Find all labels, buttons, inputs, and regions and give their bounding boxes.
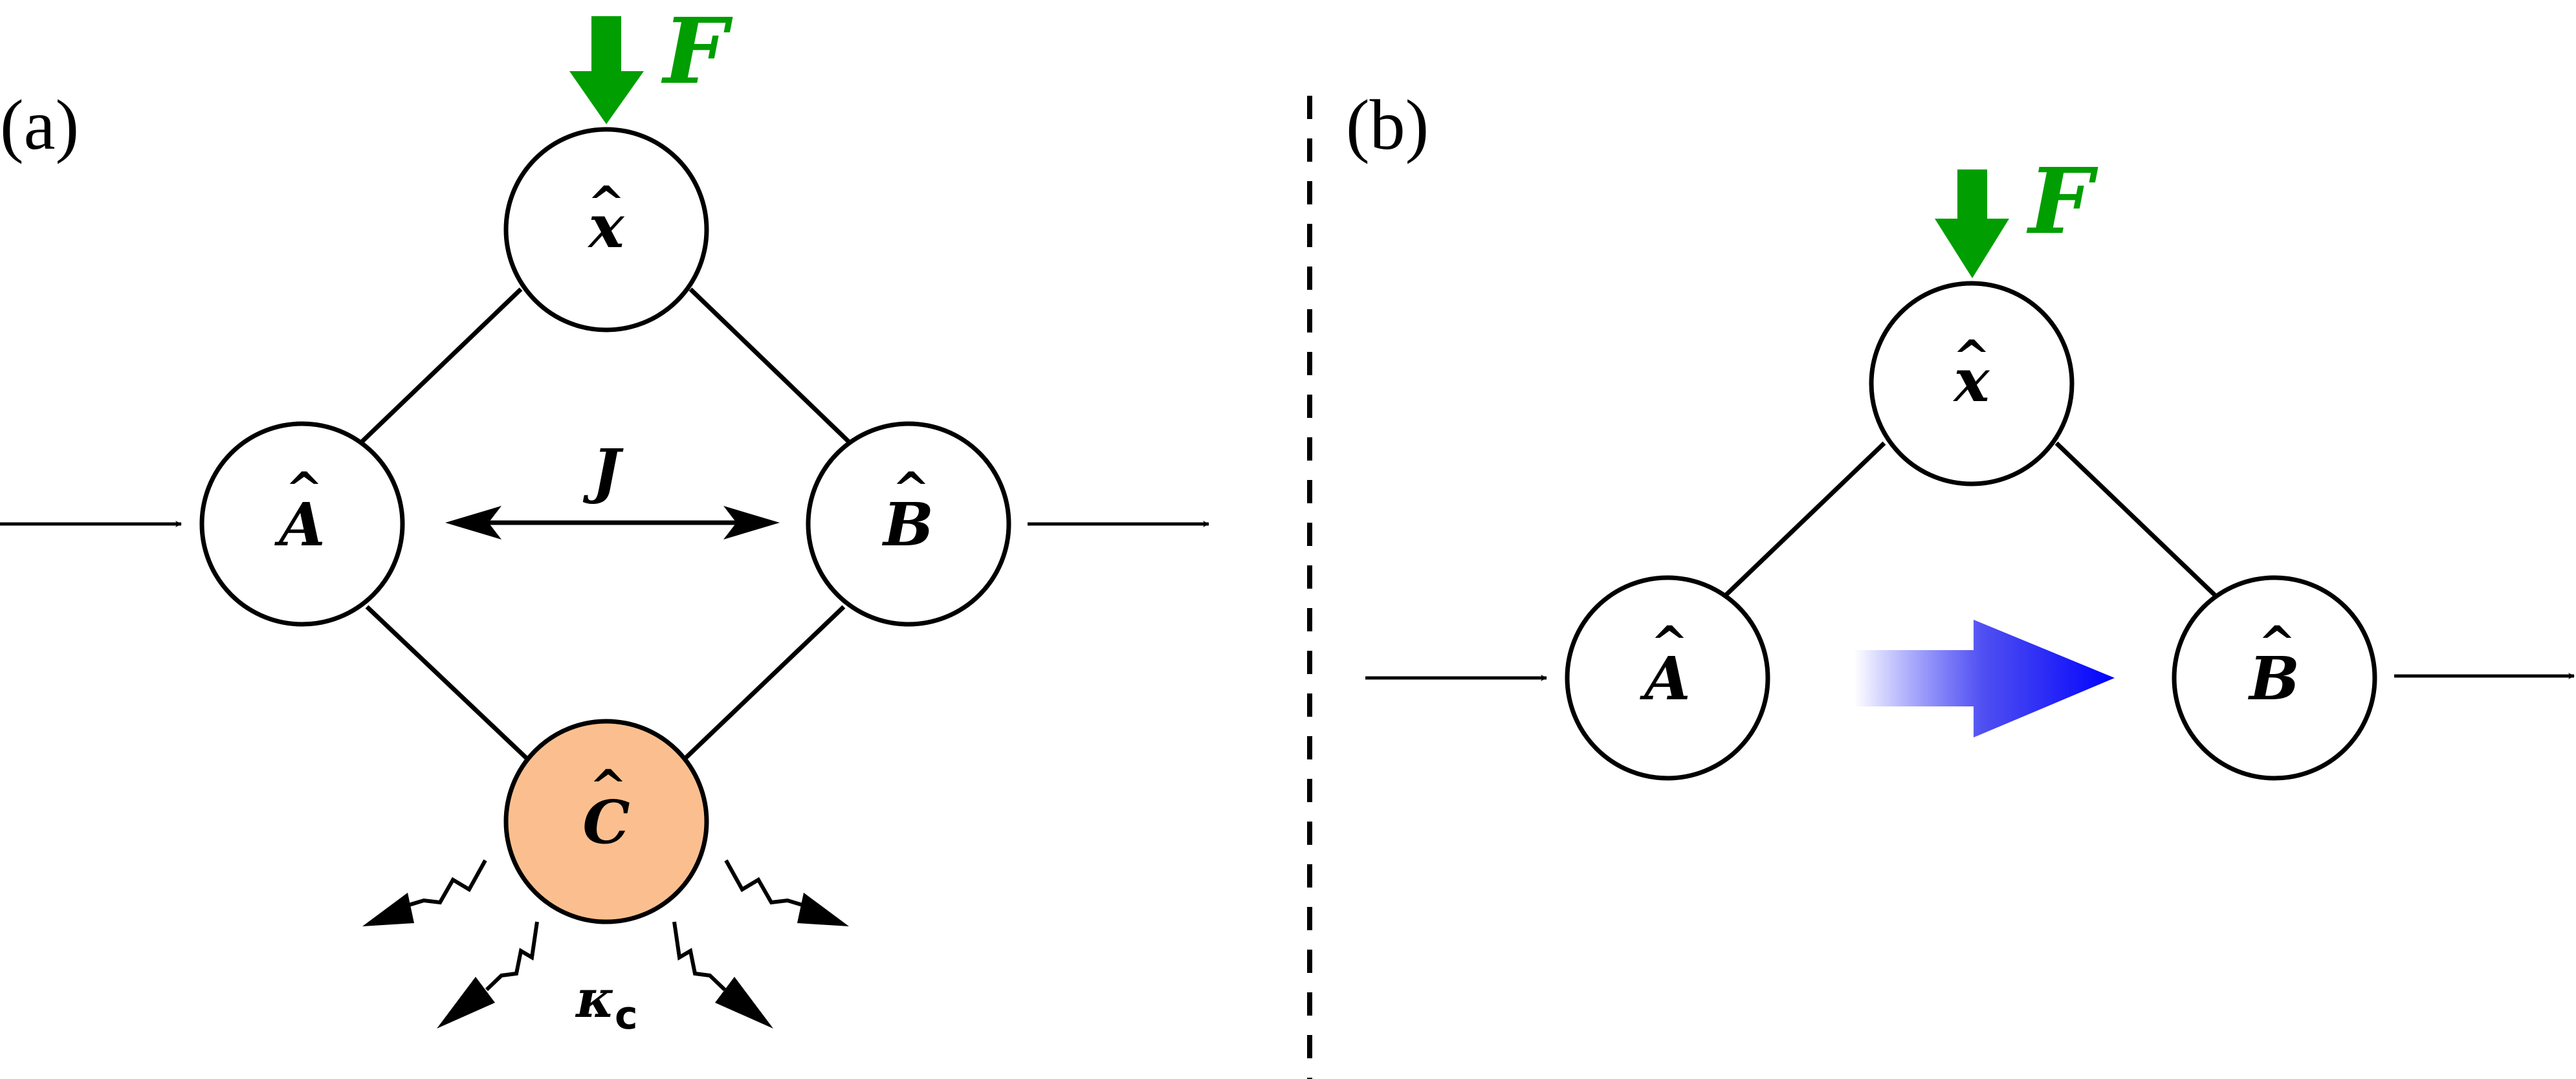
edge-x-A	[358, 287, 523, 445]
node-C-hat: ^	[589, 759, 628, 813]
zigzag-arrow-icon	[724, 859, 809, 909]
node-A-circle	[199, 421, 405, 627]
coupling-arrow-left-head	[445, 506, 501, 540]
node-B-circle-b	[2172, 575, 2377, 781]
panel-a: (a) F x ^ A ^ B ^	[0, 0, 1209, 1038]
node-x-a: x ^	[503, 127, 709, 332]
node-B-label-b: B	[2247, 644, 2300, 714]
panel-a-label: (a)	[0, 85, 79, 164]
loss-arrow-head-lower-right	[715, 977, 773, 1029]
force-arrow-b: F	[1935, 149, 2098, 278]
panel-b: (b) F x ^ A ^ B ^	[1346, 85, 2575, 781]
loss-arrow-head-right	[797, 893, 849, 926]
node-A-hat-b: ^	[1651, 616, 1689, 670]
loss-arrow-head-left	[362, 893, 414, 926]
node-A-b: A ^	[1565, 575, 1770, 781]
gradient-arrow-icon	[1854, 620, 2115, 737]
node-B-hat: ^	[892, 462, 930, 516]
node-x-label: x	[588, 191, 625, 261]
node-B-a: B ^	[806, 421, 1011, 627]
node-A-a: A ^	[199, 421, 405, 627]
node-A-label: A	[274, 490, 325, 560]
node-B-hat-b: ^	[2258, 616, 2296, 670]
panel-a-edges	[358, 287, 852, 764]
coupling-arrow: J	[445, 436, 780, 540]
edge-x-B-b	[2054, 441, 2218, 598]
edge-A-C	[365, 605, 533, 764]
loss-arrow-head-lower-left	[437, 977, 495, 1029]
dissipation-label: κc	[575, 968, 638, 1038]
zigzag-arrow-icon	[672, 921, 727, 992]
down-arrow-head-icon	[569, 71, 644, 124]
edge-x-B	[688, 287, 852, 445]
node-B-label: B	[881, 490, 934, 560]
node-C-label: C	[582, 787, 630, 857]
force-label-b: F	[2026, 149, 2098, 255]
down-arrow-icon	[591, 16, 621, 74]
node-A-circle-b	[1565, 575, 1770, 781]
node-C-circle	[503, 719, 709, 924]
edge-x-A-b	[1723, 441, 1886, 598]
coupling-label: J	[582, 436, 624, 506]
node-B-circle	[806, 421, 1011, 627]
down-arrow-head-icon	[1935, 219, 2009, 278]
edge-B-C	[679, 605, 846, 764]
down-arrow-icon	[1957, 169, 1987, 221]
force-arrow-a: F	[569, 0, 733, 124]
zigzag-arrow-icon	[402, 859, 487, 909]
coupling-arrow-right-head	[723, 506, 780, 540]
node-x-hat: ^	[588, 176, 626, 230]
panel-b-label: (b)	[1346, 85, 1429, 164]
node-x-b: x ^	[1869, 281, 2075, 486]
node-x-label-b: x	[1953, 345, 1990, 415]
node-C-a: C ^	[503, 719, 709, 924]
force-label-a: F	[661, 0, 733, 105]
node-B-b: B ^	[2172, 575, 2377, 781]
zigzag-arrow-icon	[485, 921, 539, 992]
node-x-hat-b: ^	[1953, 330, 1991, 384]
node-A-hat: ^	[285, 462, 324, 516]
node-A-label-b: A	[1639, 644, 1690, 714]
loss-arrows: κc	[362, 859, 849, 1038]
node-x-circle	[503, 127, 709, 332]
node-x-circle-b	[1869, 281, 2075, 486]
